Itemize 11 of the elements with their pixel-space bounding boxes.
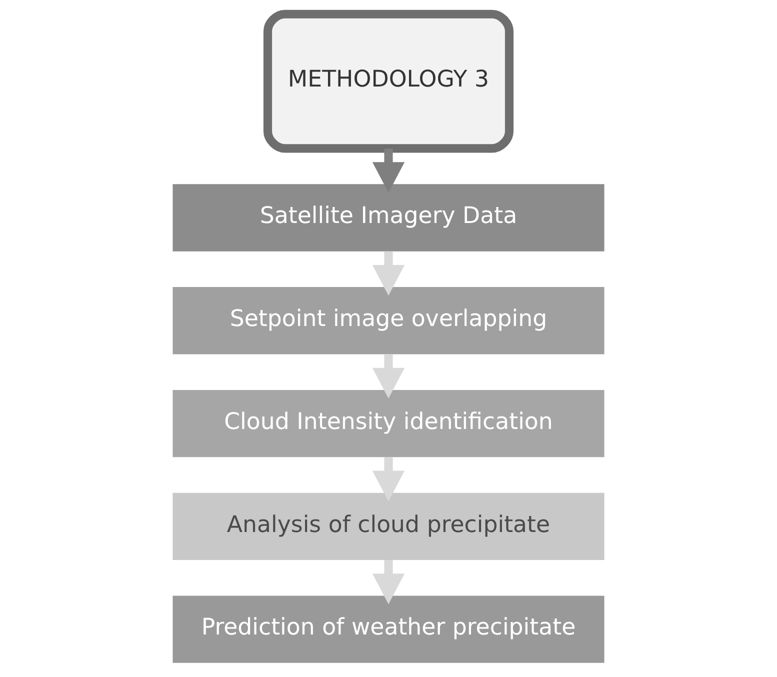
- arrow: [372, 354, 405, 398]
- node-box: METHODOLOGY 3: [263, 10, 514, 153]
- node-box: Prediction of weather precipitate: [172, 596, 604, 663]
- node-box: Cloud Intensity identification: [172, 390, 604, 458]
- arrow: [372, 560, 405, 604]
- node-box: Setpoint image overlapping: [172, 287, 604, 354]
- arrow: [372, 457, 405, 502]
- arrow: [372, 148, 405, 193]
- node-box: Analysis of cloud precipitate: [172, 492, 604, 560]
- arrow: [372, 251, 405, 296]
- node-box: Satellite Imagery Data: [172, 184, 604, 252]
